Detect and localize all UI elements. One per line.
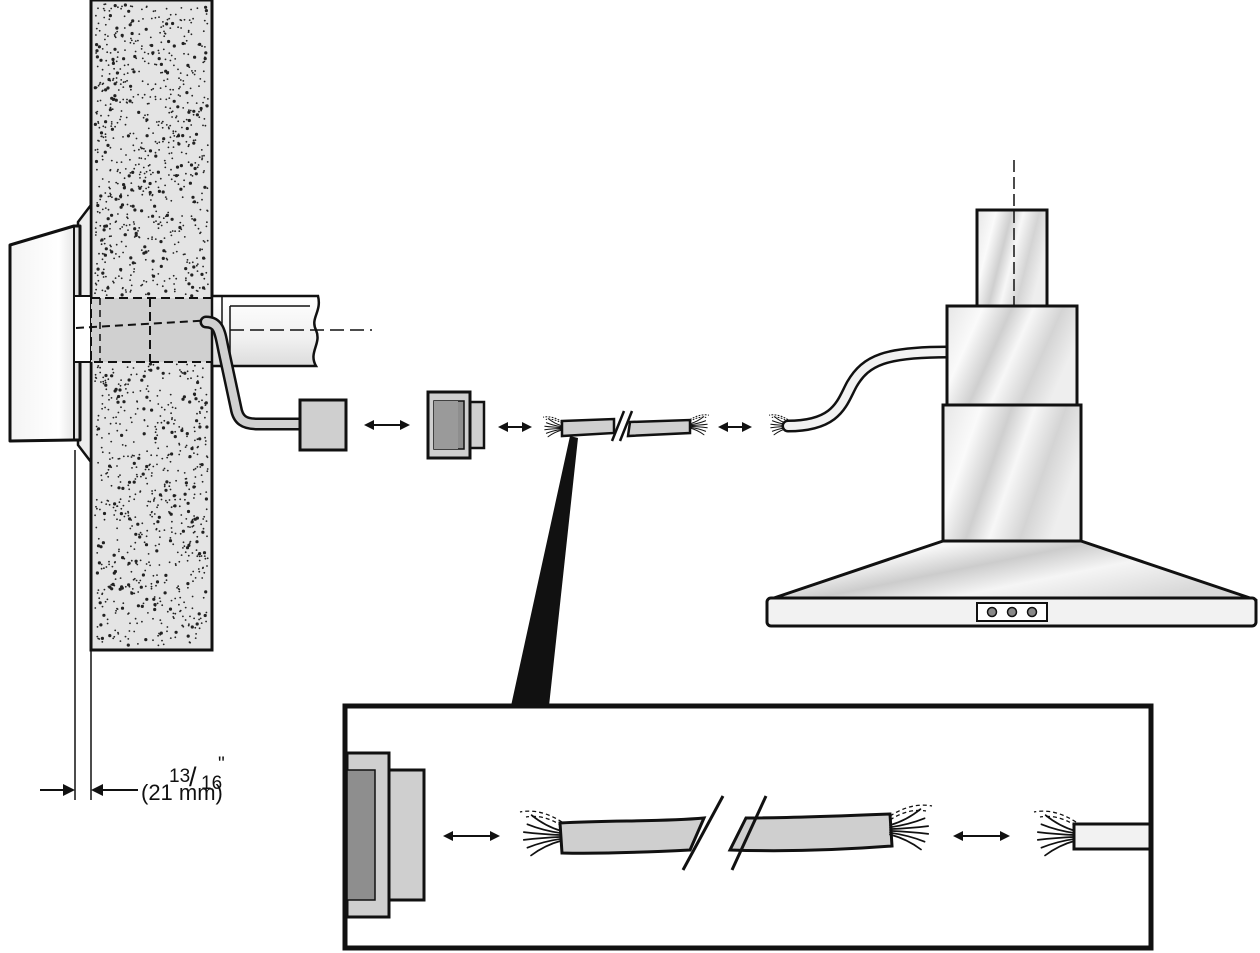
connector-plug	[426, 390, 486, 460]
callout-pointer	[511, 436, 578, 706]
dimension-metric: (21 mm)	[141, 780, 223, 805]
hood-button-icon	[986, 606, 998, 618]
cable-segment	[543, 410, 709, 442]
detail-inset	[342, 703, 1154, 951]
hood-cable	[769, 345, 955, 436]
dimension-slash: /	[189, 762, 197, 792]
double-arrow-icon	[443, 831, 500, 841]
wall-cap	[8, 201, 215, 466]
junction-box	[298, 398, 348, 452]
dimension-numerator: 13	[169, 766, 190, 787]
wall-cable	[199, 315, 309, 431]
hood-button-icon	[1006, 606, 1018, 618]
dimension-denominator: 16	[201, 773, 222, 794]
offset-dimension: 13 / 16 " (21 mm)	[40, 450, 225, 805]
double-arrow-icon	[498, 422, 532, 432]
dimension-inch-mark: "	[218, 754, 225, 775]
wall-stipple	[93, 3, 209, 647]
double-arrow-icon	[953, 831, 1010, 841]
duct-pipe	[210, 294, 372, 368]
hood-button-icon	[1026, 606, 1038, 618]
double-arrow-icon	[364, 420, 410, 430]
range-hood	[765, 160, 1258, 628]
double-arrow-icon	[718, 422, 752, 432]
